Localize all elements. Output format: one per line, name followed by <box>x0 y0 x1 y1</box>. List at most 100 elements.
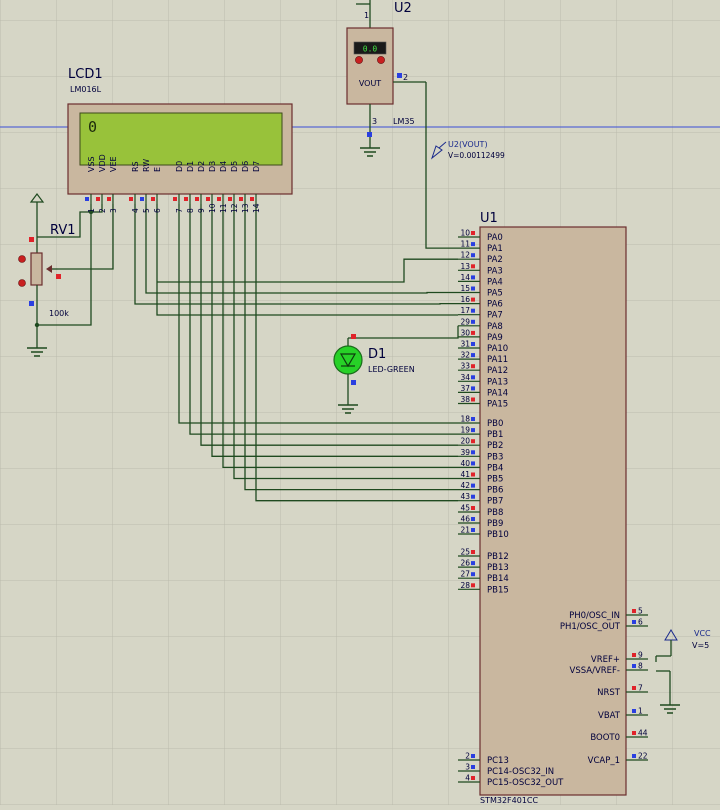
lcd-pin-num: 6 <box>153 208 162 213</box>
mcu-pin-marker <box>471 253 475 258</box>
wire-vss-gnd <box>37 204 92 326</box>
mcu-pin-num: 41 <box>460 470 470 479</box>
wire-data-line <box>255 204 458 502</box>
mcu-pin-marker <box>471 330 475 335</box>
mcu-pin-marker <box>471 364 475 369</box>
lm35-component[interactable]: 1 U2 0.0 VOUT 2 3 LM35 <box>346 0 426 157</box>
mcu-pin-marker <box>471 483 475 488</box>
mcu-pin-num: 5 <box>638 607 643 616</box>
mcu-pin-marker <box>471 353 475 358</box>
mcu-pin-marker <box>471 264 475 269</box>
lm35-model: LM35 <box>393 117 415 126</box>
mcu-pin-name: PC15-OSC32_OUT <box>487 778 564 788</box>
mcu-pin-marker <box>632 709 636 713</box>
lm35-vout-label: VOUT <box>359 79 381 88</box>
mcu-pin-marker <box>471 231 475 235</box>
mcu-pin-num: 6 <box>638 618 643 627</box>
mcu-pin-marker <box>471 550 475 554</box>
lm35-gnd-marker <box>367 132 372 137</box>
wire-rs-pa6 <box>134 204 458 305</box>
pot-bottom-marker <box>29 301 34 306</box>
mcu-pin-marker <box>471 450 475 455</box>
pot-wiper-marker <box>56 274 61 279</box>
lcd-pin-num: 2 <box>98 208 107 213</box>
probe-stem <box>438 141 447 149</box>
mcu-pin-name: PB7 <box>487 497 503 507</box>
mcu-pin-marker <box>471 319 475 324</box>
lm35-vout-marker <box>397 73 402 78</box>
mcu-pin-marker <box>471 397 475 402</box>
mcu-pin-num: 3 <box>465 763 470 772</box>
mcu-pin-marker <box>471 439 475 444</box>
mcu-pin-num: 16 <box>460 295 470 304</box>
lcd-pin-name: D3 <box>208 161 217 172</box>
mcu-pin-marker <box>632 686 636 690</box>
led-diode-icon <box>339 353 357 368</box>
mcu-pin-name: PB1 <box>487 430 503 440</box>
led-body <box>333 345 363 375</box>
lcd-component[interactable]: LCD1 LM016L 0 VSS1VDD2VEE3RS4RW5E6D07D18… <box>67 67 293 213</box>
mcu-body <box>479 226 627 796</box>
mcu-pin-name: PA0 <box>487 233 503 243</box>
wire-led-pa8 <box>348 325 459 339</box>
mcu-pin-num: 30 <box>460 328 470 337</box>
mcu-pin-name: NRST <box>597 688 621 698</box>
lcd-pin-marker <box>250 197 254 201</box>
led-component[interactable]: D1 LED-GREEN <box>333 334 415 414</box>
mcu-pin-name: VCAP_1 <box>588 756 620 766</box>
lcd-pin-num: 5 <box>142 208 151 213</box>
mcu-pin-name: PA8 <box>487 322 503 332</box>
mcu-pin-name: PH1/OSC_OUT <box>560 622 621 632</box>
lm35-down-button[interactable] <box>355 56 363 64</box>
vcc-label: VCC <box>694 629 711 638</box>
potentiometer-component[interactable]: RV1 100k <box>18 193 76 357</box>
mcu-pin-num: 17 <box>460 306 470 315</box>
mcu-pin-num: 26 <box>460 559 470 568</box>
lcd-pin-marker <box>129 197 133 201</box>
pot-top-marker <box>29 237 34 242</box>
wire-e-pa7 <box>156 204 458 316</box>
mcu-pin-marker <box>471 517 475 521</box>
lcd-pin-marker <box>151 197 155 201</box>
pot-decrease-button[interactable] <box>18 255 26 263</box>
mcu-pin-num: 22 <box>638 752 648 761</box>
mcu-pin-num: 8 <box>638 662 643 671</box>
mcu-pin-name: PA12 <box>487 366 508 376</box>
mcu-part: STM32F401CC <box>480 796 539 805</box>
pot-body <box>30 252 43 286</box>
mcu-pin-num: 44 <box>638 729 648 738</box>
wire-data-line <box>200 204 458 446</box>
mcu-pin-name: PB2 <box>487 441 503 451</box>
lcd-pin-name: VEE <box>109 156 118 172</box>
mcu-pin-marker <box>471 286 475 291</box>
voltage-probe[interactable]: U2(VOUT) V=0.00112499 <box>430 140 505 160</box>
mcu-pin-name: VSSA/VREF- <box>570 666 621 676</box>
mcu-pin-marker <box>632 620 636 624</box>
mcu-pin-name: PA10 <box>487 344 508 354</box>
mcu-pin-name: PA4 <box>487 277 503 287</box>
lcd-pin-name: RS <box>131 161 140 172</box>
mcu-pin-name: PA1 <box>487 244 503 254</box>
lm35-up-button[interactable] <box>377 56 385 64</box>
lcd-model: LM016L <box>70 85 102 94</box>
lcd-pin-marker <box>195 197 199 201</box>
vcc-terminal[interactable]: VCC V=5 <box>655 629 711 662</box>
mcu-pin-name: PB3 <box>487 452 503 462</box>
pot-increase-button[interactable] <box>18 279 26 287</box>
lm35-display-panel <box>353 41 387 55</box>
mcu-pin-name: PB13 <box>487 563 509 573</box>
mcu-pin-marker <box>632 609 636 613</box>
mcu-pin-marker <box>632 664 636 668</box>
mcu-pin-marker <box>471 776 475 780</box>
vcc-value: V=5 <box>692 641 709 650</box>
lcd-pin-name: E <box>153 167 162 172</box>
mcu-pin-name: PC14-OSC32_IN <box>487 767 554 777</box>
led-anode-marker <box>351 334 356 339</box>
lcd-pin-num: 12 <box>230 203 239 213</box>
mcu-pin-num: 33 <box>460 362 470 371</box>
mcu-pin-num: 32 <box>460 351 470 360</box>
lm35-pin2-num: 2 <box>403 73 408 82</box>
